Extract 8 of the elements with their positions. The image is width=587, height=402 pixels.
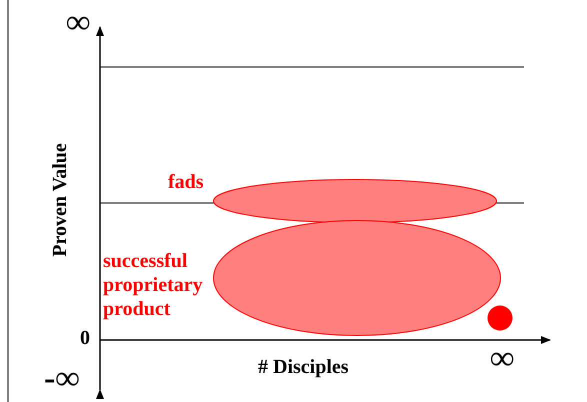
axis-tick-label: 0 bbox=[80, 328, 90, 348]
region-label: successful proprietary product bbox=[103, 249, 204, 321]
infinity-symbol: -∞ bbox=[44, 362, 80, 396]
axis-title: Proven Value bbox=[50, 143, 70, 257]
axis-title: # Disciples bbox=[258, 357, 349, 377]
region-label: fads bbox=[168, 170, 205, 194]
infinity-symbol: ∞ bbox=[490, 342, 514, 376]
infinity-symbol: ∞ bbox=[66, 6, 90, 40]
